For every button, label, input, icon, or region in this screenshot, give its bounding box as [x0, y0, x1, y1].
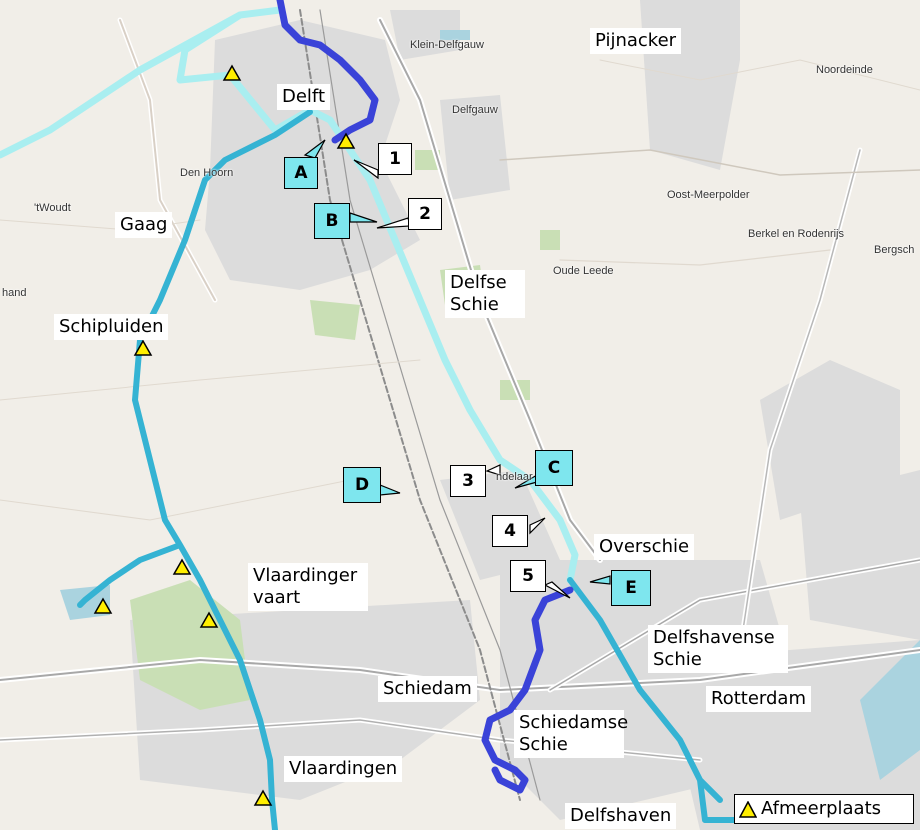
callout-tail-b	[349, 212, 378, 223]
label-delfse-schie: Delfse Schie	[445, 270, 525, 318]
callout-tail-a	[303, 139, 326, 159]
label-klein-delfgauw: Klein-Delfgauw	[410, 39, 484, 51]
label-kandelaar: ndelaar	[496, 471, 533, 483]
mooring-marker	[222, 64, 242, 81]
callout-2: 2	[408, 198, 442, 230]
legend: Afmeerplaats	[734, 794, 914, 824]
callout-d: D	[343, 467, 381, 503]
callout-e: E	[611, 570, 651, 606]
route-dark-blue	[276, 0, 574, 794]
mooring-markers	[93, 64, 356, 806]
label-schipluiden: Schipluiden	[54, 314, 169, 340]
callout-tails	[303, 139, 611, 599]
label-schiedamse-schie: Schiedamse Schie	[514, 710, 628, 758]
label-bergsch: Bergsch	[874, 244, 915, 256]
label-delfgauw: Delfgauw	[452, 104, 498, 116]
callout-tail-3	[485, 464, 501, 476]
callout-tail-e	[589, 575, 611, 585]
label-vlaardingen: Vlaardingen	[284, 756, 403, 782]
label-hand: hand	[2, 287, 27, 299]
mooring-marker	[93, 597, 113, 614]
callout-1: 1	[378, 143, 412, 175]
callout-3: 3	[450, 465, 486, 497]
yellow-triangle-icon	[739, 801, 757, 818]
route-light-cyan	[0, 6, 579, 584]
mooring-marker	[133, 339, 153, 356]
label-gaag: Gaag	[115, 212, 173, 238]
callout-5: 5	[510, 560, 546, 592]
callout-4: 4	[492, 515, 528, 547]
label-rotterdam: Rotterdam	[706, 686, 811, 712]
label-den-hoorn: Den Hoorn	[180, 167, 234, 179]
callout-b: B	[314, 203, 350, 239]
label-twoudt: 'tWoudt	[34, 202, 71, 214]
label-pijnacker: Pijnacker	[590, 28, 682, 54]
label-delft: Delft	[277, 84, 331, 110]
label-delfshaven: Delfshaven	[565, 803, 677, 829]
label-delfshavense-schie: Delfshavense Schie	[648, 625, 788, 673]
mooring-marker	[172, 558, 192, 575]
label-noordeinde: Noordeinde	[816, 64, 873, 76]
waterway-routes	[0, 0, 763, 830]
label-oude-leede: Oude Leede	[553, 265, 614, 277]
callout-c: C	[535, 450, 573, 486]
label-schiedam: Schiedam	[378, 676, 477, 702]
label-overschie: Overschie	[594, 534, 695, 560]
callout-tail-5	[543, 581, 571, 599]
label-vlaardinger-vaart: Vlaardinger vaart	[248, 563, 368, 611]
label-oost-meerpolder: Oost-Meerpolder	[667, 189, 750, 201]
legend-label: Afmeerplaats	[761, 798, 882, 819]
callout-a: A	[284, 157, 318, 189]
mooring-marker	[336, 132, 356, 149]
callout-tail-4	[529, 517, 546, 535]
label-berkel-en-rodenrijs: Berkel en Rodenrijs	[748, 228, 844, 240]
mooring-marker	[199, 611, 219, 628]
mooring-marker	[253, 789, 273, 806]
route-medium-blue	[77, 109, 763, 830]
